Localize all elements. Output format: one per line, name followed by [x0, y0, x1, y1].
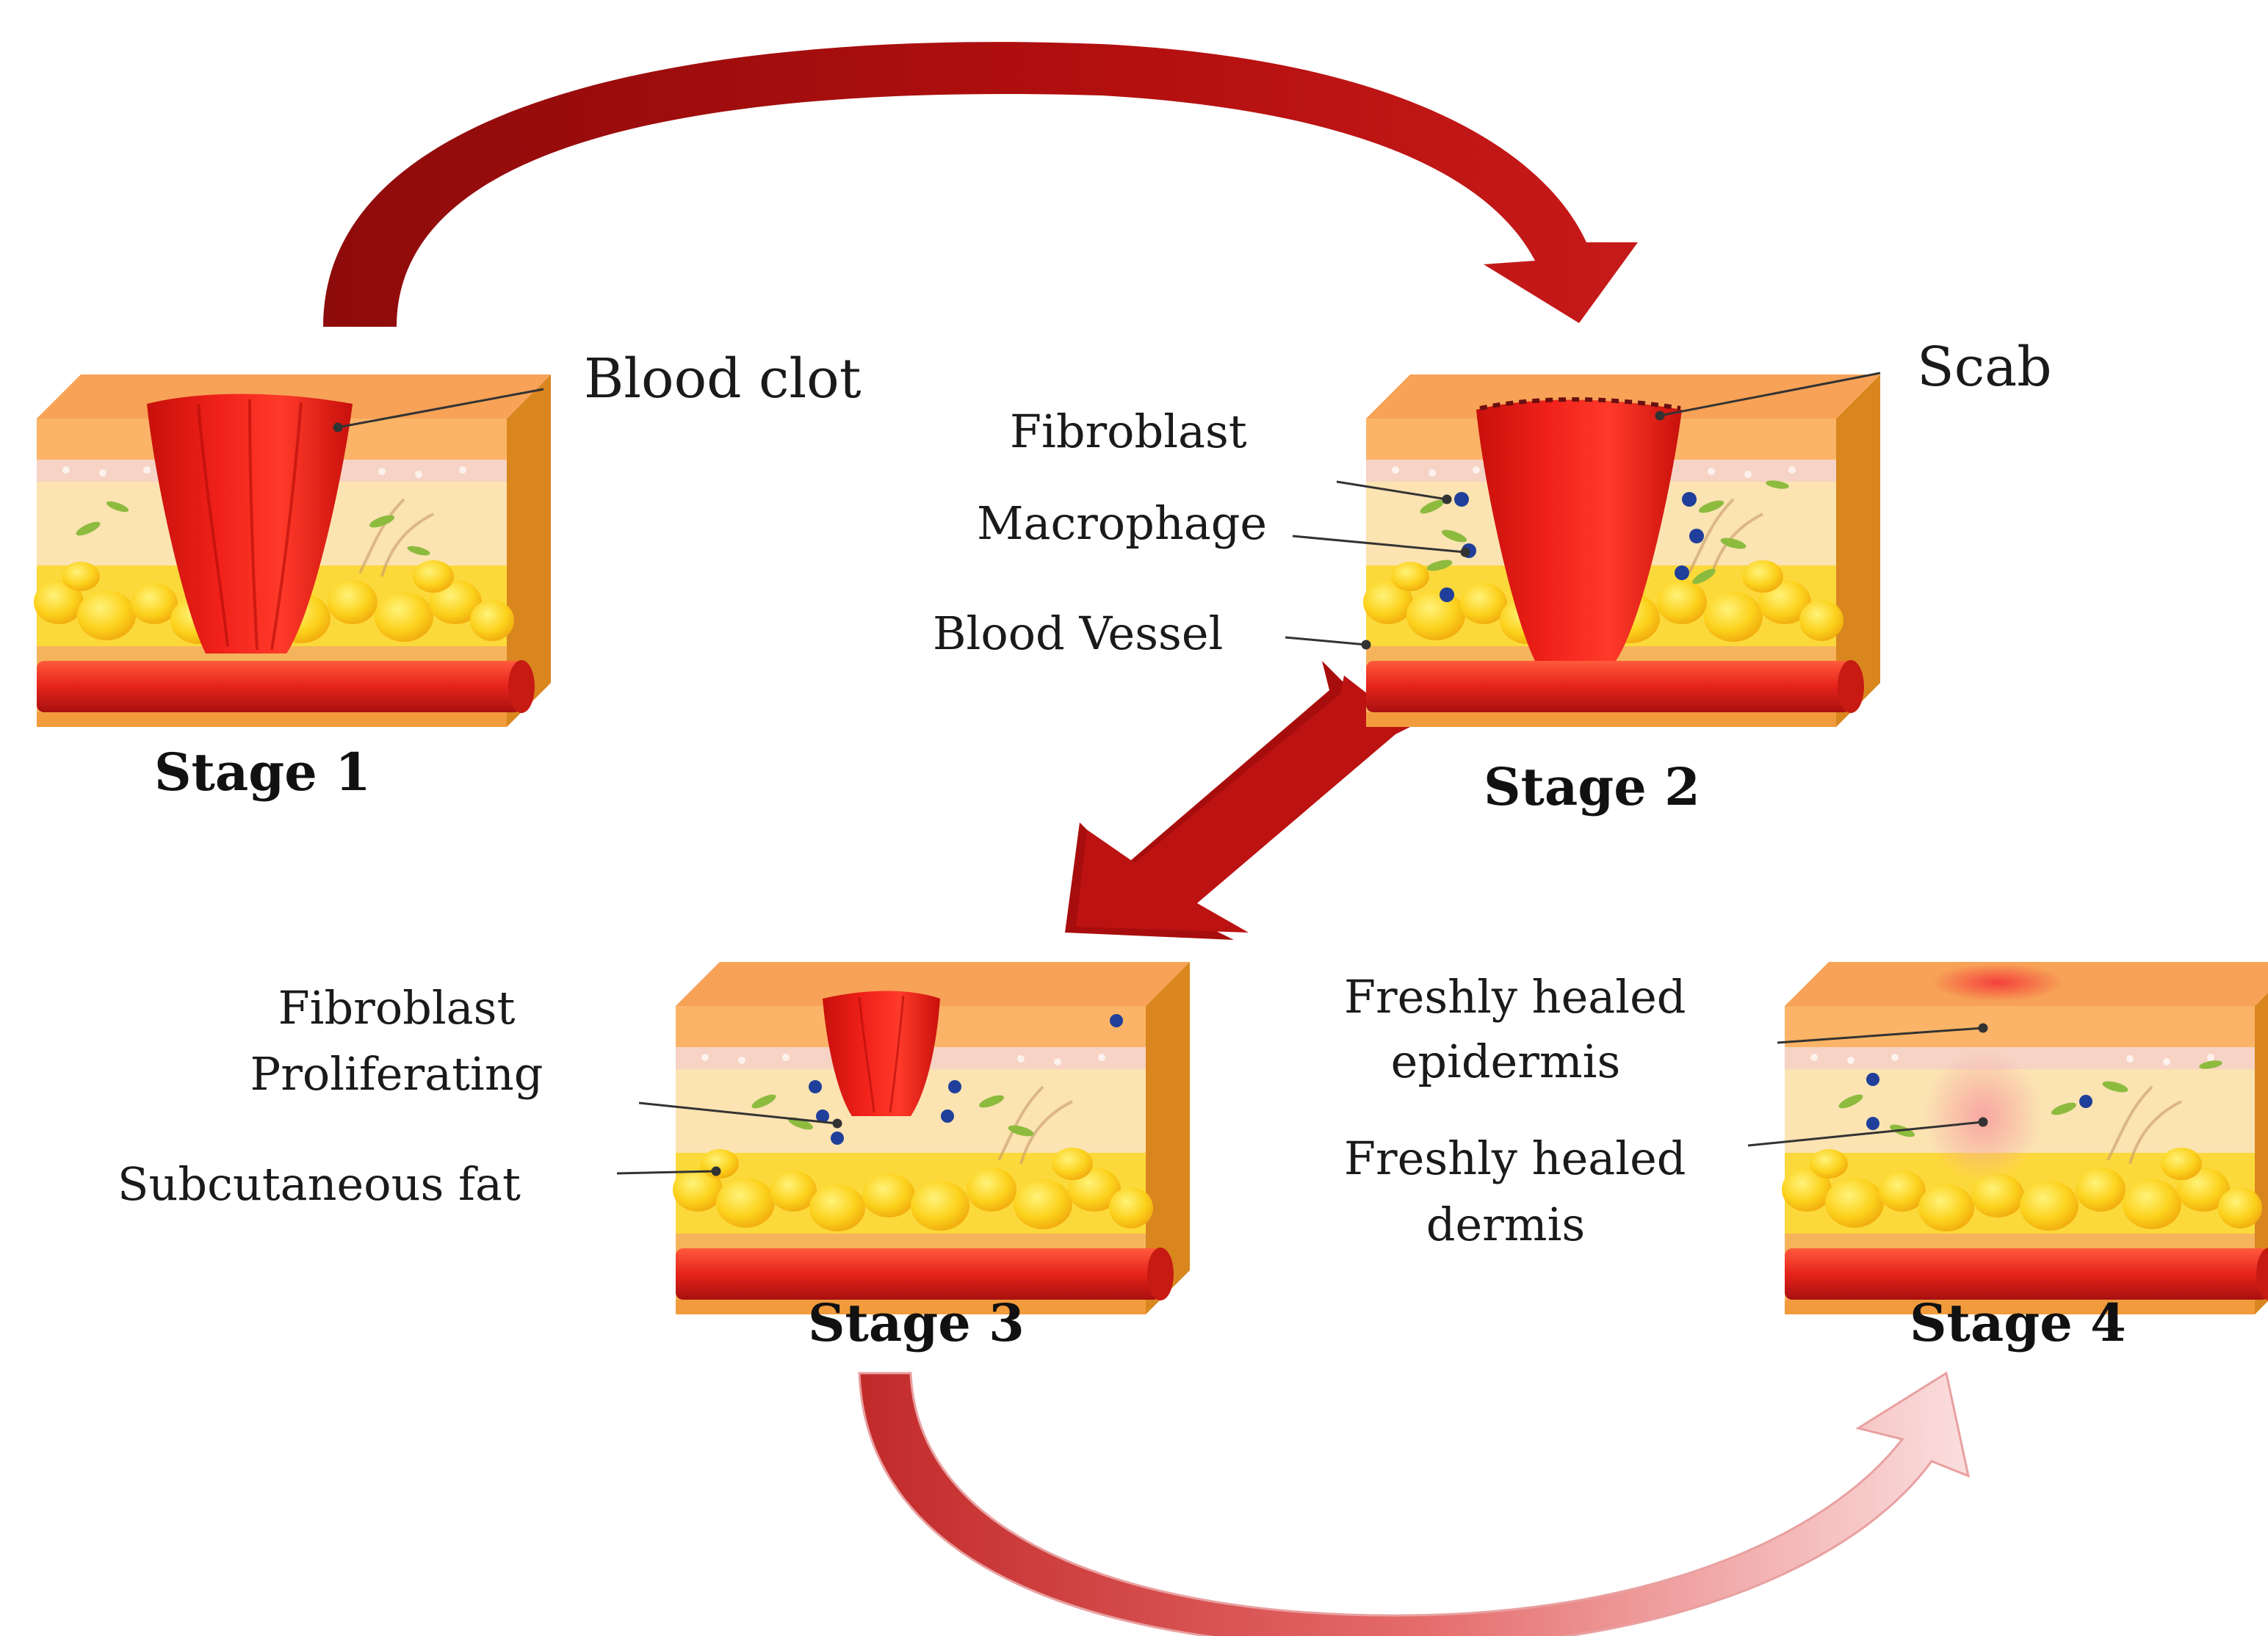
stage-1-title: Stage 1	[154, 742, 371, 803]
stage-3-title: Stage 3	[808, 1292, 1025, 1353]
label-fibroblast: Fibroblast	[1010, 405, 1247, 458]
label-macrophage: Macrophage	[977, 496, 1268, 550]
label-subcutaneous-fat: Subcutaneous fat	[118, 1157, 521, 1211]
leader-macrophage	[1292, 535, 1466, 554]
leader-subcutaneous-fat	[616, 1170, 717, 1175]
leader-macrophage-dot	[1460, 547, 1470, 557]
leader-lines	[333, 372, 1988, 1176]
label-healed-dermis-line2: dermis	[1426, 1198, 1586, 1251]
skin-block-stage1	[32, 373, 552, 728]
leader-scab-dot	[1655, 410, 1665, 421]
leader-subcutaneous-fat-dot	[711, 1166, 721, 1176]
leader-healed-epidermis	[1777, 1027, 1984, 1044]
skin-block-stage3	[671, 960, 1191, 1316]
label-healed-epidermis-line2: epidermis	[1390, 1035, 1621, 1088]
leader-fibroblast	[1336, 480, 1448, 501]
label-healed-dermis-line1: Freshly healed	[1344, 1132, 1686, 1185]
leader-fibroblast-proliferating	[638, 1101, 838, 1125]
label-healed-epidermis-line1: Freshly healed	[1344, 970, 1686, 1024]
leader-fibroblast-proliferating-dot	[832, 1118, 842, 1129]
arrow-stage3-to-stage4	[858, 1371, 1971, 1636]
arrow-stage2-to-stage3	[1065, 661, 1410, 940]
leader-blood-vessel-dot	[1361, 640, 1371, 650]
leader-blood-clot-dot	[333, 422, 343, 432]
leader-scab	[1659, 372, 1881, 417]
label-blood-clot: Blood clot	[584, 347, 862, 410]
label-fibroblast-proliferating-line2: Proliferating	[250, 1047, 543, 1101]
skin-block-stage4	[1780, 960, 2268, 1316]
label-scab: Scab	[1917, 336, 2052, 399]
skin-block-stage2	[1362, 373, 1882, 728]
stage-2-title: Stage 2	[1484, 756, 1700, 817]
arrow-stage1-to-stage2	[323, 42, 1638, 327]
leader-healed-dermis	[1747, 1121, 1984, 1147]
stage-4-title: Stage 4	[1910, 1292, 2126, 1353]
label-fibroblast-proliferating-line1: Fibroblast	[278, 981, 516, 1035]
leader-healed-epidermis-dot	[1978, 1023, 1988, 1033]
leader-healed-dermis-dot	[1978, 1117, 1988, 1127]
label-blood-vessel: Blood Vessel	[933, 607, 1224, 660]
leader-blood-clot	[337, 388, 544, 429]
leader-blood-vessel	[1285, 636, 1367, 646]
leader-fibroblast-dot	[1442, 494, 1452, 504]
